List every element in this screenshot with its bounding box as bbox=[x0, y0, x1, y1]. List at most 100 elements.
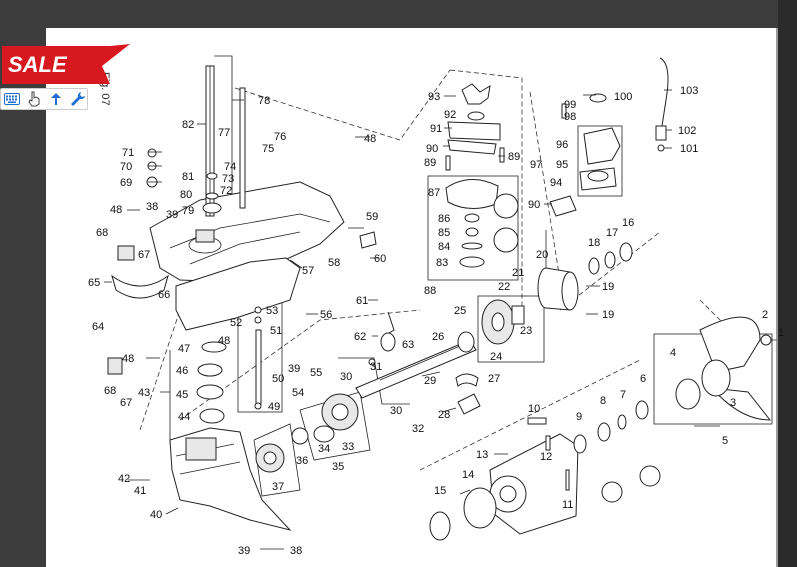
callout-66: 66 bbox=[158, 289, 170, 301]
drive-shaft-82 bbox=[205, 65, 215, 217]
callout-52: 52 bbox=[230, 317, 242, 329]
callout-62: 62 bbox=[354, 331, 366, 343]
callout-59: 59 bbox=[366, 211, 378, 223]
callout-90b: 90 bbox=[528, 199, 540, 211]
callout-95: 95 bbox=[556, 159, 568, 171]
viewer-scrollbar[interactable] bbox=[778, 0, 797, 567]
callout-78: 78 bbox=[258, 95, 270, 107]
info-blue-icon[interactable] bbox=[47, 90, 65, 108]
callout-64: 64 bbox=[92, 321, 104, 333]
callout-27: 27 bbox=[488, 373, 500, 385]
callout-81: 81 bbox=[182, 171, 194, 183]
callout-82: 82 bbox=[182, 119, 194, 131]
keyboard-icon[interactable] bbox=[3, 90, 21, 108]
callout-97: 97 bbox=[530, 159, 542, 171]
callout-20: 20 bbox=[536, 249, 548, 261]
callout-30a: 30 bbox=[340, 371, 352, 383]
bearing-housing-13 bbox=[489, 433, 579, 535]
callout-41: 41 bbox=[134, 485, 146, 497]
callout-87: 87 bbox=[428, 187, 440, 199]
callout-80: 80 bbox=[180, 189, 192, 201]
callout-76: 76 bbox=[274, 131, 286, 143]
callout-96: 96 bbox=[556, 139, 568, 151]
callout-45: 45 bbox=[176, 389, 188, 401]
callout-53: 53 bbox=[266, 305, 278, 317]
water-pump-group bbox=[445, 83, 519, 268]
box-87-88 bbox=[427, 175, 519, 281]
callout-65: 65 bbox=[88, 277, 100, 289]
callout-68a: 68 bbox=[96, 227, 108, 239]
callout-79: 79 bbox=[182, 205, 194, 217]
callout-14: 14 bbox=[462, 469, 474, 481]
callout-15: 15 bbox=[434, 485, 446, 497]
lower-gearcase-40 bbox=[169, 427, 292, 531]
box-37 bbox=[253, 423, 301, 497]
callout-18: 18 bbox=[588, 237, 600, 249]
floating-toolbar bbox=[0, 88, 88, 110]
callout-71: 71 bbox=[122, 147, 134, 159]
callout-29: 29 bbox=[424, 375, 436, 387]
callout-94: 94 bbox=[550, 177, 562, 189]
callout-50: 50 bbox=[272, 373, 284, 385]
wrench-icon[interactable] bbox=[69, 90, 87, 108]
callout-88: 88 bbox=[424, 285, 436, 297]
callout-10: 10 bbox=[528, 403, 540, 415]
callout-7: 7 bbox=[620, 389, 626, 401]
callout-55: 55 bbox=[310, 367, 322, 379]
callout-101: 101 bbox=[680, 143, 698, 155]
callout-72: 72 bbox=[220, 185, 232, 197]
callout-32: 32 bbox=[412, 423, 424, 435]
callout-90a: 90 bbox=[426, 143, 438, 155]
anode-65 bbox=[111, 274, 169, 299]
callout-28: 28 bbox=[438, 409, 450, 421]
callout-54: 54 bbox=[292, 387, 304, 399]
callout-51: 51 bbox=[270, 325, 282, 337]
callout-89a: 89 bbox=[424, 157, 436, 169]
callout-21: 21 bbox=[512, 267, 524, 279]
callout-75: 75 bbox=[262, 143, 274, 155]
hand-pointer-icon[interactable] bbox=[25, 90, 43, 108]
callout-86: 86 bbox=[438, 213, 450, 225]
callout-39b: 39 bbox=[288, 363, 300, 375]
callout-89b: 89 bbox=[508, 151, 520, 163]
callout-100: 100 bbox=[614, 91, 632, 103]
callout-49: 49 bbox=[268, 401, 280, 413]
leader-lines bbox=[104, 89, 720, 550]
callout-92: 92 bbox=[444, 109, 456, 121]
callout-5: 5 bbox=[722, 435, 728, 447]
callout-57: 57 bbox=[302, 265, 314, 277]
callout-44: 44 bbox=[178, 411, 190, 423]
callout-99: 99 bbox=[564, 99, 576, 111]
callout-73: 73 bbox=[222, 173, 234, 185]
callout-23: 23 bbox=[520, 325, 532, 337]
shift-rod-78 bbox=[239, 87, 246, 209]
callout-34: 34 bbox=[318, 443, 330, 455]
callout-19b: 19 bbox=[602, 309, 614, 321]
callout-43: 43 bbox=[138, 387, 150, 399]
callout-48d: 48 bbox=[122, 353, 134, 365]
callout-8: 8 bbox=[600, 395, 606, 407]
callout-83: 83 bbox=[436, 257, 448, 269]
callout-9: 9 bbox=[576, 411, 582, 423]
callout-16: 16 bbox=[622, 217, 634, 229]
callout-67b: 67 bbox=[120, 397, 132, 409]
callout-91: 91 bbox=[430, 123, 442, 135]
callout-11: 11 bbox=[562, 499, 573, 511]
callout-46: 46 bbox=[176, 365, 188, 377]
callout-69: 69 bbox=[120, 177, 132, 189]
callout-40: 40 bbox=[150, 509, 162, 521]
callout-56: 56 bbox=[320, 309, 332, 321]
upper-housing-57 bbox=[149, 181, 345, 331]
callout-70: 70 bbox=[120, 161, 132, 173]
callout-84: 84 bbox=[438, 241, 450, 253]
viewer-top-bar bbox=[0, 0, 797, 28]
callout-33: 33 bbox=[342, 441, 354, 453]
callout-85: 85 bbox=[438, 227, 450, 239]
callout-19a: 19 bbox=[602, 281, 614, 293]
sale-badge[interactable]: SALE bbox=[2, 44, 130, 84]
callout-74: 74 bbox=[224, 161, 236, 173]
callout-39c: 39 bbox=[238, 545, 250, 557]
callout-6: 6 bbox=[640, 373, 646, 385]
propeller-3 bbox=[675, 316, 772, 421]
thermostat-group bbox=[549, 57, 669, 217]
